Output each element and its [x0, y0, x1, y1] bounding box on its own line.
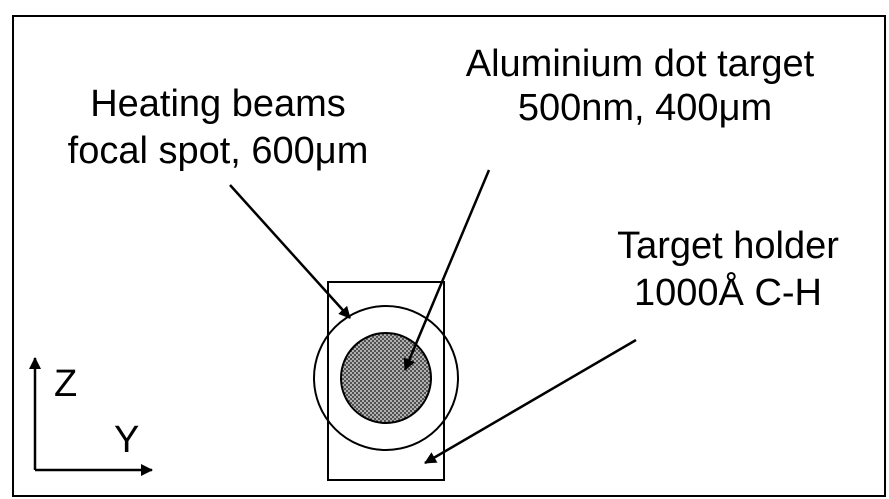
beams-label-line1: Heating beams [90, 83, 346, 125]
y-axis-label: Y [114, 419, 139, 461]
z-axis-label: Z [54, 363, 77, 405]
aluminium-dot [340, 332, 432, 424]
outer-frame [12, 15, 886, 497]
target-label-line2: 500nm, 400μm [518, 87, 772, 129]
target-holder [327, 281, 445, 481]
holder-arrow [424, 338, 637, 465]
beams-label-line2: focal spot, 600μm [68, 130, 369, 172]
target-arrow [403, 169, 491, 371]
holder-label-line2: 1000Å C-H [634, 270, 822, 314]
target-label-line1: Aluminium dot target [466, 43, 815, 85]
beams-arrow [229, 184, 351, 319]
holder-label-line1: Target holder [617, 225, 839, 267]
focal-spot-circle [313, 305, 459, 451]
